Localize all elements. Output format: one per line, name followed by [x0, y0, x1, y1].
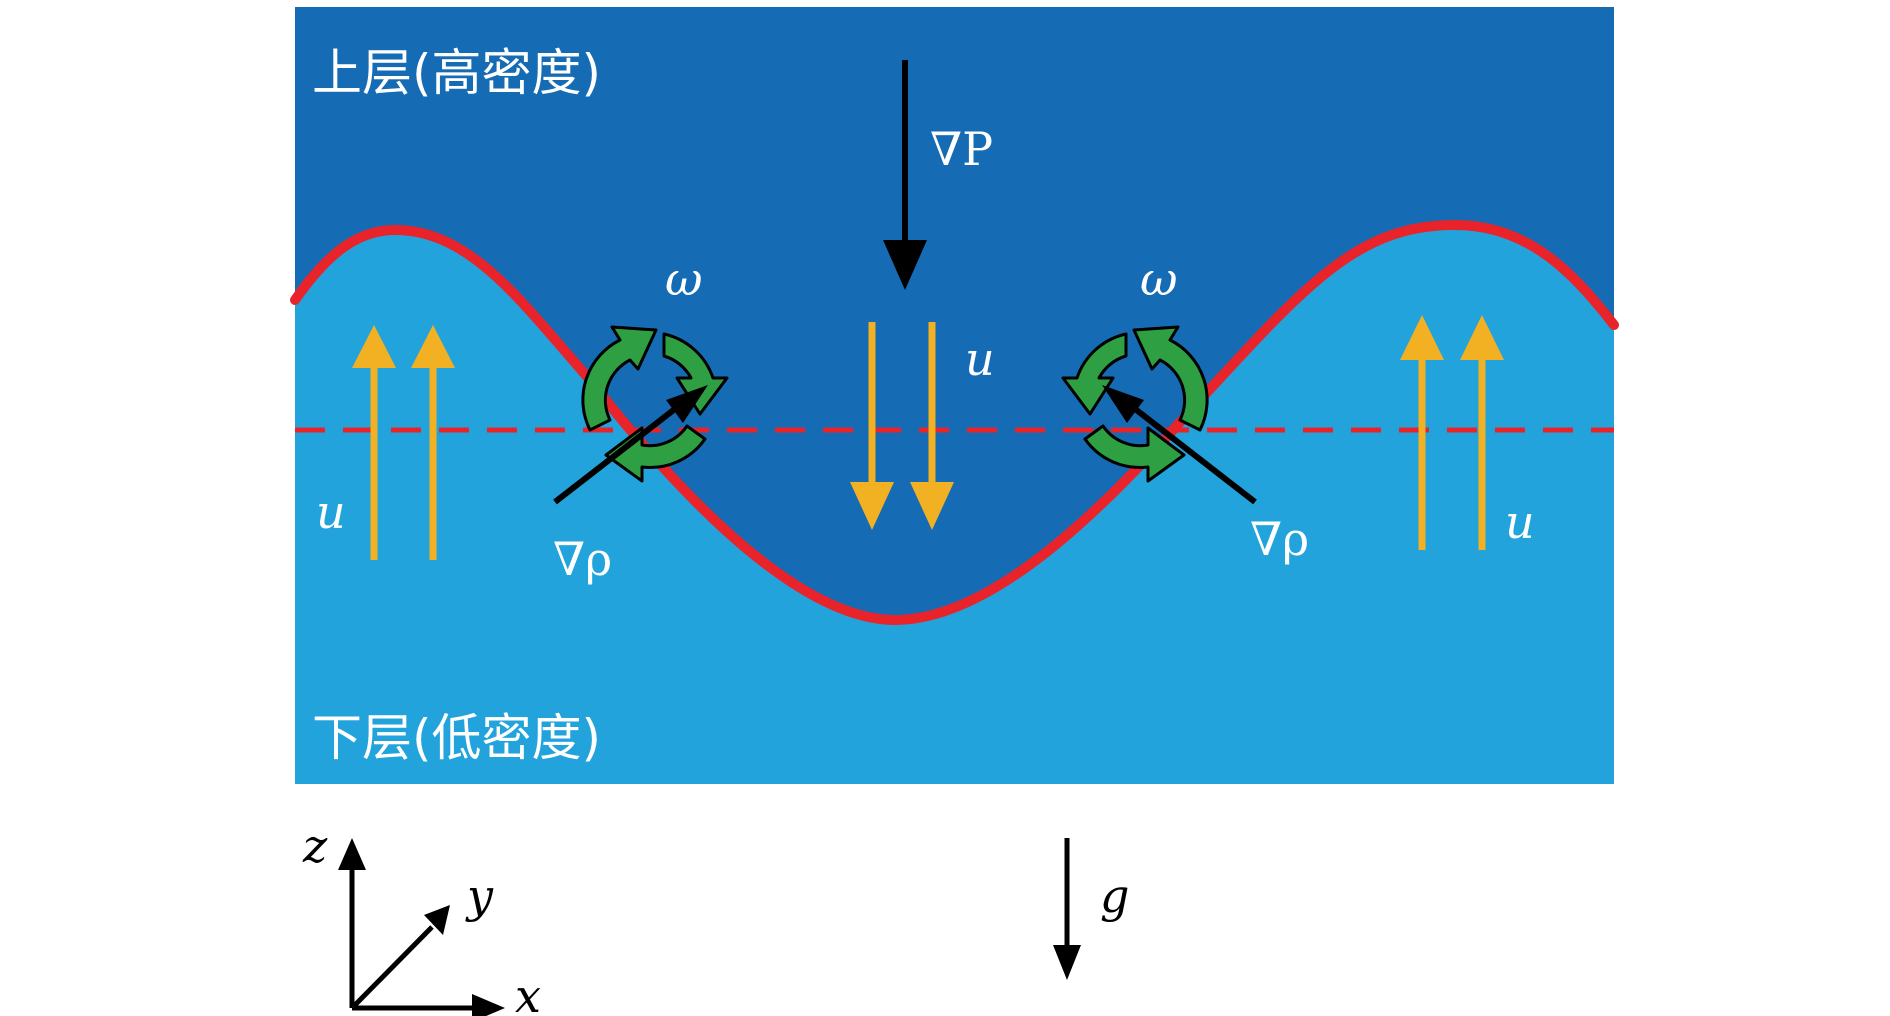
pressure-gradient-arrow	[883, 60, 927, 290]
gravity-label: g	[1100, 869, 1129, 923]
coordinate-axes	[338, 838, 505, 1016]
upper-layer-label: 上层(高密度)	[312, 44, 601, 102]
center-downward-velocity-arrows	[850, 322, 954, 530]
gravity-arrow	[1053, 838, 1081, 980]
density-gradient-left-label: ∇ρ	[553, 532, 612, 586]
lower-fluid-layer	[295, 225, 1614, 784]
axis-y-label: y	[465, 869, 494, 923]
lower-layer-label: 下层(低密度)	[312, 709, 601, 767]
velocity-right-label: u	[1505, 495, 1535, 549]
left-upward-velocity-arrows	[352, 325, 455, 560]
density-gradient-left-arrow	[553, 385, 708, 505]
axis-x-label: x	[515, 969, 541, 1016]
axis-z-label: z	[302, 819, 328, 873]
perturbed-interface-curve	[290, 219, 1619, 626]
velocity-left-label: u	[316, 485, 346, 539]
velocity-center-label: u	[965, 332, 995, 386]
pressure-gradient-label: ∇P	[930, 122, 993, 176]
density-gradient-right-label: ∇ρ	[1250, 512, 1309, 566]
density-gradient-right-arrow	[1102, 385, 1257, 505]
right-upward-velocity-arrows	[1400, 315, 1504, 550]
vorticity-right-label: ω	[1140, 252, 1178, 306]
vorticity-left-label: ω	[665, 252, 703, 306]
